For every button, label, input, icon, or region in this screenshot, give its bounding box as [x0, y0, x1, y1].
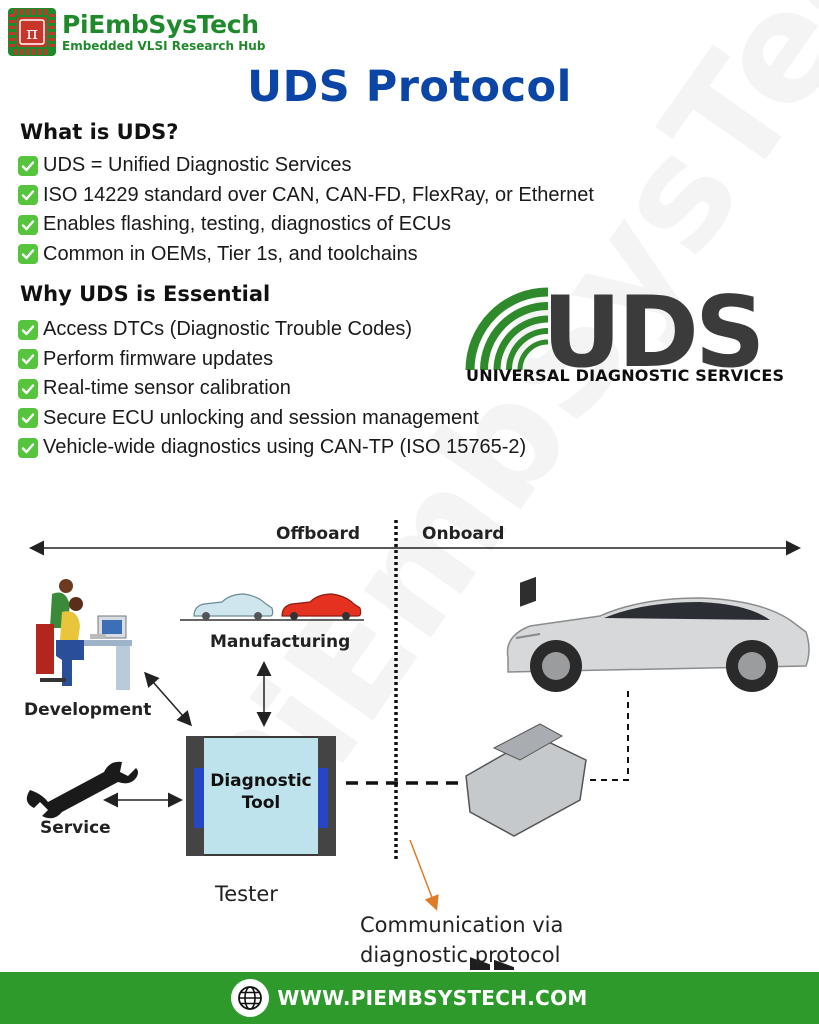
tester-label: Tester — [215, 882, 278, 906]
diagram-lines — [26, 520, 810, 970]
list-item-text: Enables flashing, testing, diagnostics o… — [43, 213, 451, 236]
wrench-icon — [26, 761, 138, 819]
page-title: UDS Protocol — [247, 62, 572, 112]
list-item: Perform firmware updates — [18, 345, 526, 375]
development-label: Development — [24, 700, 152, 720]
list-item: Common in OEMs, Tier 1s, and toolchains — [18, 240, 594, 270]
what-heading: What is UDS? — [20, 120, 179, 144]
uds-logo: UDS — [465, 284, 766, 390]
check-mark-icon — [18, 155, 38, 176]
list-item: UDS = Unified Diagnostic Services — [18, 151, 594, 181]
check-mark-icon — [18, 214, 38, 235]
list-item: Access DTCs (Diagnostic Trouble Codes) — [18, 315, 526, 345]
list-item: ISO 14229 standard over CAN, CAN-FD, Fle… — [18, 181, 594, 211]
list-item-text: Perform firmware updates — [43, 347, 274, 370]
brand-name: PiEmbSysTech — [62, 10, 259, 39]
list-item-text: ISO 14229 standard over CAN, CAN-FD, Fle… — [43, 183, 594, 206]
globe-icon — [231, 979, 270, 1017]
what-list: UDS = Unified Diagnostic Services ISO 14… — [18, 151, 594, 269]
why-heading: Why UDS is Essential — [20, 282, 271, 306]
brand-header: π PiEmbSysTech Embedded VLSI Research Hu… — [6, 6, 265, 58]
list-item: Real-time sensor calibration — [18, 374, 526, 404]
list-item: Vehicle-wide diagnostics using CAN-TP (I… — [18, 433, 526, 463]
uds-caption: UNIVERSAL DIAGNOSTIC SERVICES — [466, 366, 785, 385]
diagnostic-tool-label: Diagnostic Tool — [210, 771, 312, 813]
list-item-text: Vehicle-wide diagnostics using CAN-TP (I… — [43, 436, 527, 459]
list-item-text: Access DTCs (Diagnostic Trouble Codes) — [43, 318, 413, 341]
uds-diagram: Offboard Onboard Manufacturing Developme… — [0, 510, 819, 970]
developers-icon — [36, 579, 132, 690]
list-item-text: UDS = Unified Diagnostic Services — [43, 154, 352, 177]
list-item: Enables flashing, testing, diagnostics o… — [18, 210, 594, 240]
ecu-car-link — [590, 688, 629, 781]
communication-label: Communication via diagnostic protocol — [360, 913, 564, 967]
why-list: Access DTCs (Diagnostic Trouble Codes) P… — [18, 315, 526, 463]
check-mark-icon — [18, 319, 38, 340]
check-mark-icon — [18, 349, 38, 370]
list-item-text: Real-time sensor calibration — [43, 377, 291, 400]
comm-pointer — [409, 839, 439, 911]
footer-bar: WWW.PIEMBSYSTECH.COM — [0, 972, 819, 1024]
list-item: Secure ECU unlocking and session managem… — [18, 404, 526, 434]
list-item-text: Common in OEMs, Tier 1s, and toolchains — [43, 242, 418, 265]
check-mark-icon — [18, 437, 38, 458]
car-icon — [506, 597, 810, 692]
chip-logo-icon: π — [8, 8, 56, 56]
check-mark-icon — [18, 408, 38, 429]
website-link[interactable]: WWW.PIEMBSYSTECH.COM — [277, 986, 588, 1010]
dev-arrow — [144, 671, 192, 727]
ecu-icon — [465, 576, 587, 970]
onboard-label: Onboard — [422, 524, 505, 544]
service-label: Service — [40, 818, 111, 838]
uds-letters: UDS — [542, 284, 762, 390]
list-item-text: Secure ECU unlocking and session managem… — [43, 406, 479, 429]
check-mark-icon — [18, 185, 38, 206]
check-mark-icon — [18, 378, 38, 399]
manufacturing-label: Manufacturing — [210, 632, 351, 652]
svg-text:π: π — [26, 23, 38, 44]
brand-tagline: Embedded VLSI Research Hub — [62, 39, 266, 53]
diagnostic-tool: Diagnostic Tool — [186, 736, 336, 856]
manufacturing-cars-icon — [180, 593, 364, 621]
check-mark-icon — [18, 244, 38, 265]
offboard-label: Offboard — [276, 524, 361, 544]
